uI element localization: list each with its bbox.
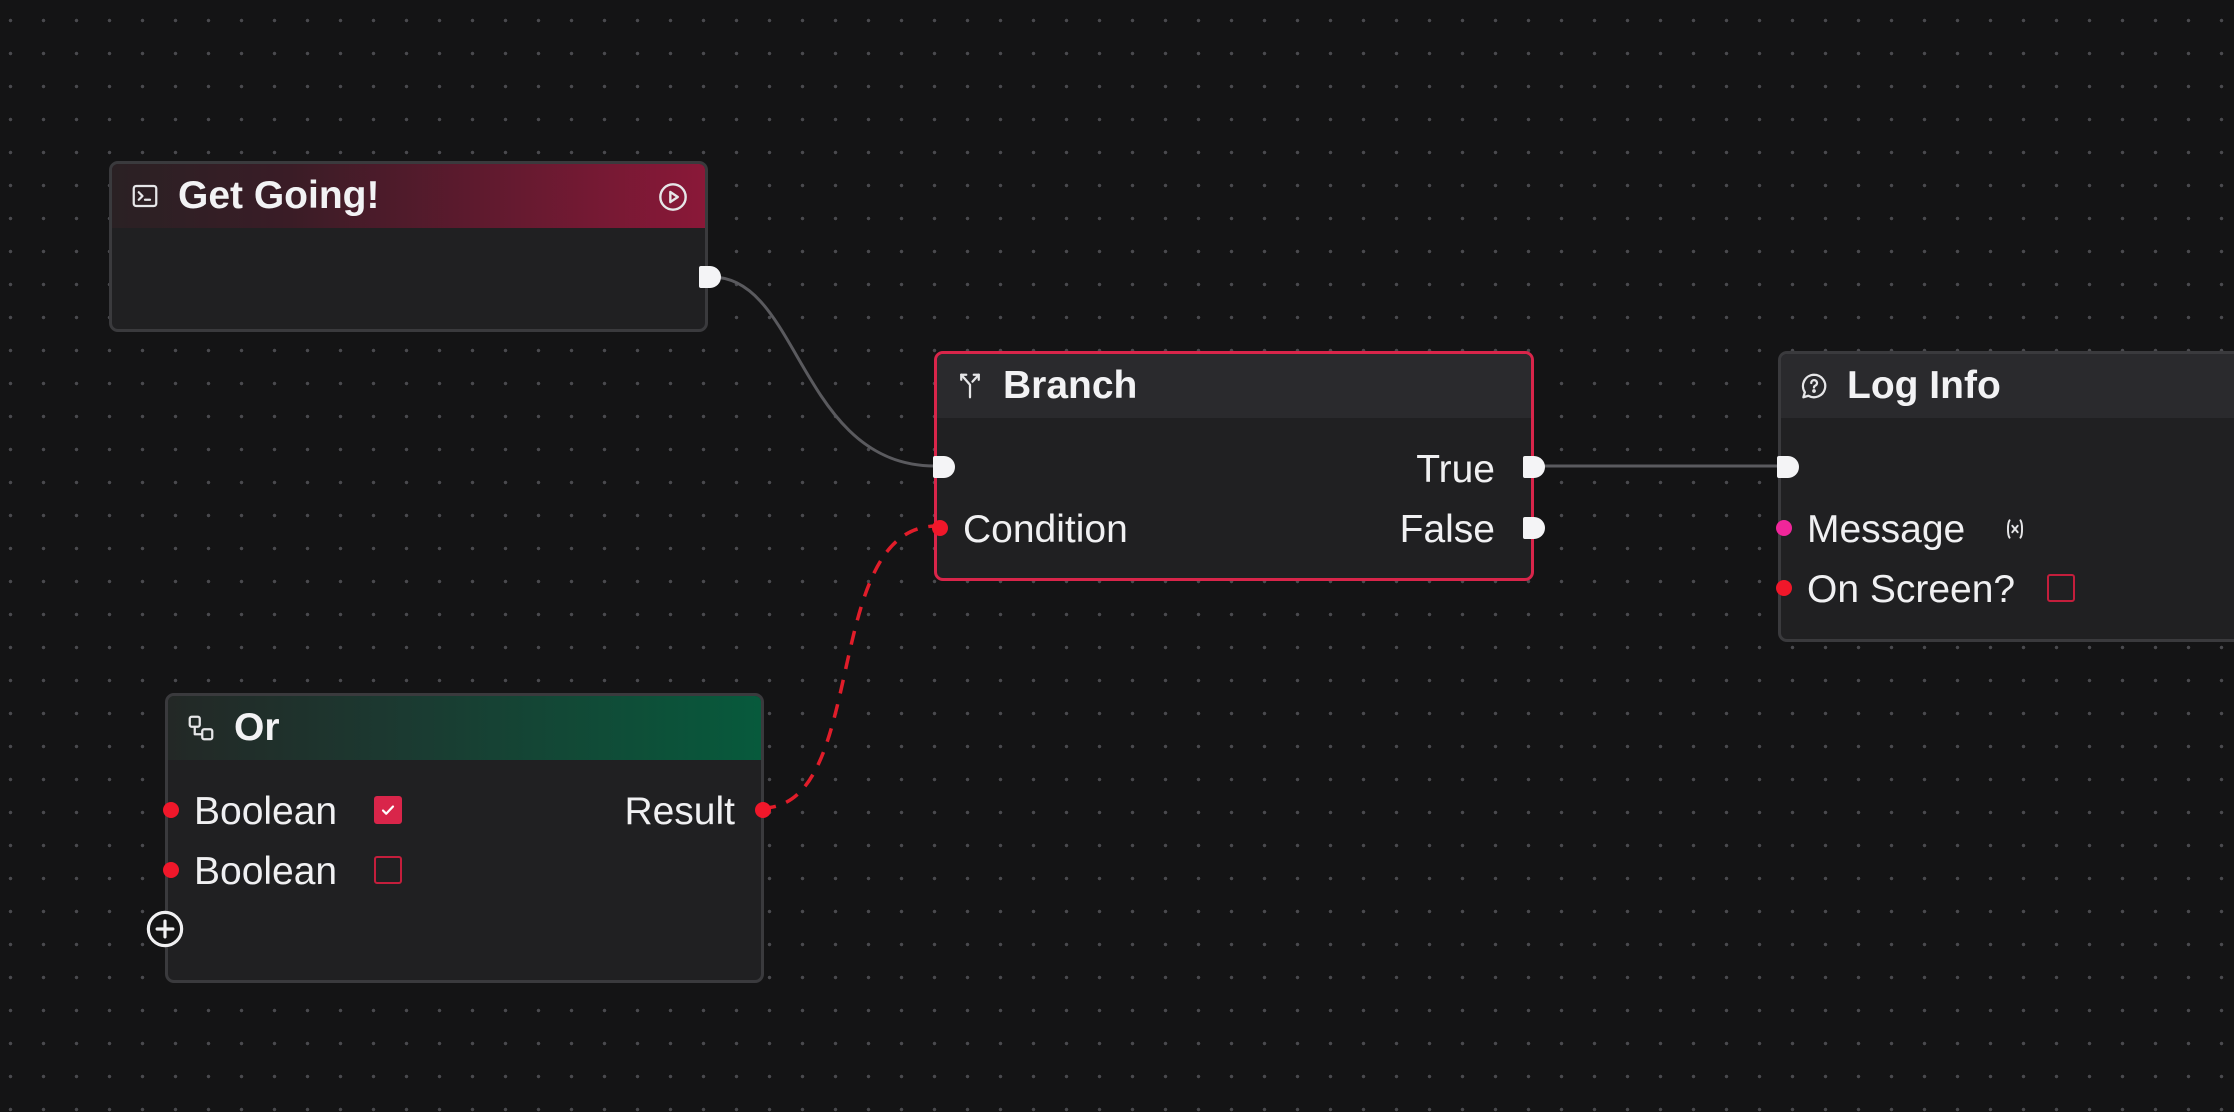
- input-on-screen-label: On Screen?: [1807, 568, 2016, 611]
- on-screen-input-pin[interactable]: [1776, 580, 1792, 596]
- exec-input-pin[interactable]: [1777, 456, 1799, 478]
- message-question-icon: [1799, 371, 1829, 401]
- output-false-label: False: [1399, 508, 1495, 551]
- boolean-checkbox[interactable]: [374, 796, 402, 824]
- play-circle-icon[interactable]: [657, 181, 689, 213]
- boolean-checkbox[interactable]: [374, 856, 402, 884]
- output-true-label: True: [1416, 448, 1495, 491]
- plus-circle-icon[interactable]: [144, 908, 186, 950]
- exec-wire-getgoing-to-branch[interactable]: [711, 275, 936, 468]
- condition-input-pin[interactable]: [932, 520, 948, 536]
- node-header[interactable]: Log Info: [1781, 354, 2234, 418]
- node-title: Get Going!: [178, 174, 380, 217]
- input-message-label: Message: [1807, 508, 1966, 551]
- input-boolean-label: Boolean: [194, 850, 338, 893]
- exec-output-pin[interactable]: [699, 266, 721, 288]
- node-get-going[interactable]: Get Going!: [109, 161, 721, 332]
- terminal-icon: [130, 181, 160, 211]
- exec-output-false-pin[interactable]: [1523, 517, 1545, 539]
- input-condition-label: Condition: [963, 508, 1128, 551]
- node-or[interactable]: Or Boolean Result Boolean: [146, 693, 771, 983]
- logic-nodes-icon: [186, 713, 216, 743]
- variable-icon[interactable]: [2002, 516, 2028, 542]
- data-wire-or-result-to-condition[interactable]: [761, 524, 938, 810]
- result-output-pin[interactable]: [755, 802, 771, 818]
- on-screen-checkbox[interactable]: [2047, 574, 2075, 602]
- node-header[interactable]: Branch: [937, 354, 1531, 418]
- exec-input-pin[interactable]: [933, 456, 955, 478]
- output-result-label: Result: [624, 790, 735, 833]
- node-header[interactable]: Or: [168, 696, 761, 760]
- branch-icon: [955, 371, 985, 401]
- boolean-input-pin[interactable]: [163, 802, 179, 818]
- exec-output-true-pin[interactable]: [1523, 456, 1545, 478]
- node-title: Or: [234, 706, 280, 749]
- node-title: Branch: [1003, 364, 1138, 407]
- node-header[interactable]: Get Going!: [112, 164, 705, 228]
- node-branch[interactable]: Branch True Condition False: [932, 351, 1545, 581]
- node-title: Log Info: [1847, 364, 2001, 407]
- node-log-info[interactable]: Log Info Message On Screen?: [1776, 351, 2234, 642]
- boolean-input-pin[interactable]: [163, 862, 179, 878]
- message-input-pin[interactable]: [1776, 520, 1792, 536]
- input-boolean-label: Boolean: [194, 790, 338, 833]
